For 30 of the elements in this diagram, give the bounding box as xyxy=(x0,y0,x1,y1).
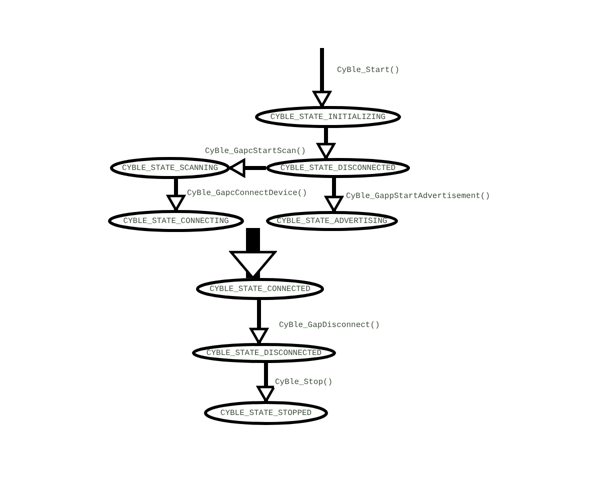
state-ellipse xyxy=(266,158,410,178)
state-ellipse xyxy=(196,278,324,300)
arrow xyxy=(228,158,266,178)
state-label: CYBLE_STATE_DISCONNECTED xyxy=(206,348,322,358)
state-ellipse xyxy=(255,106,401,128)
arrow xyxy=(324,178,344,212)
arrow xyxy=(230,228,276,280)
edge-label: CyBle_Stop() xyxy=(274,378,334,388)
edge-label: CyBle_Start() xyxy=(336,66,400,76)
state-label: CYBLE_STATE_SCANNING xyxy=(122,164,218,172)
state-ellipse xyxy=(266,211,398,231)
state-label: CYBLE_STATE_CONNECTED xyxy=(210,284,310,294)
arrow xyxy=(256,363,276,402)
state-ellipse xyxy=(108,210,244,232)
edge-label: CyBle_GapDisconnect() xyxy=(278,321,381,331)
state-ellipse xyxy=(110,157,230,179)
arrow xyxy=(250,300,268,344)
state-label: CYBLE_STATE_ADVERTISING xyxy=(276,216,388,226)
arrow xyxy=(166,178,186,212)
state-label: CYBLE_STATE_CONNECTING xyxy=(123,216,229,226)
state-ellipse xyxy=(192,343,336,363)
state-label: CYBLE_STATE_DISCONNECTED xyxy=(280,164,396,172)
state-ellipse xyxy=(204,401,328,425)
arrow xyxy=(312,48,332,108)
edge-label: CyBle_GappStartAdvertisement() xyxy=(345,192,492,202)
edge-label: CyBle_GapcConnectDevice() xyxy=(186,189,308,199)
edge-label: CyBle_GapcStartScan() xyxy=(204,147,307,157)
state-label: CYBLE_STATE_STOPPED xyxy=(220,408,312,418)
state-label: CYBLE_STATE_INITIALIZING xyxy=(270,112,386,122)
arrow xyxy=(316,128,336,160)
